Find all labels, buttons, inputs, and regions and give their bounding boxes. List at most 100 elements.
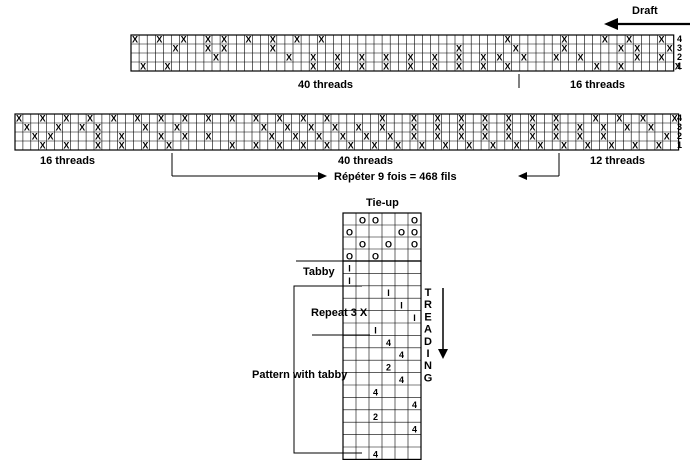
threading-cell-mark: X xyxy=(166,141,172,151)
threading-cell-mark: X xyxy=(664,132,670,142)
threading-cell-mark: X xyxy=(482,132,488,142)
treadling-mark: 4 xyxy=(412,425,417,435)
treadling-mark: I xyxy=(413,313,416,323)
threading-cell-mark: X xyxy=(63,141,69,151)
threading-cell-mark: X xyxy=(310,62,316,72)
threading-cell-mark: X xyxy=(432,53,438,63)
tieup-cell-mark: O xyxy=(346,252,353,262)
shaft-number: 4 xyxy=(677,34,682,44)
arrow-down-icon xyxy=(438,349,448,359)
treadling-mark: 2 xyxy=(373,412,378,422)
shaft-number: 1 xyxy=(677,61,682,71)
tieup-cell-mark: O xyxy=(411,228,418,238)
threading-cell-mark: X xyxy=(348,141,354,151)
threading-cell-mark: X xyxy=(618,44,624,54)
threading-cell-mark: X xyxy=(383,62,389,72)
threading-cell-mark: X xyxy=(466,141,472,151)
threading-cell-mark: X xyxy=(300,141,306,151)
threading-cell-mark: X xyxy=(140,62,146,72)
threading-cell-mark: X xyxy=(245,35,251,45)
threading-cell-mark: X xyxy=(119,141,125,151)
threading-cell-mark: X xyxy=(206,114,212,124)
threading-cell-mark: X xyxy=(318,35,324,45)
treadling-mark: 4 xyxy=(399,375,404,385)
threading-cell-mark: X xyxy=(95,141,101,151)
threading-cell-mark: X xyxy=(601,123,607,133)
threading-cell-mark: X xyxy=(182,132,188,142)
threading-cell-mark: X xyxy=(482,123,488,133)
threading-cell-mark: X xyxy=(205,35,211,45)
tieup-cell-mark: O xyxy=(359,240,366,250)
threading-cell-mark: X xyxy=(332,123,338,133)
threading-cell-mark: X xyxy=(395,141,401,151)
threading-cell-mark: X xyxy=(634,44,640,54)
threading-cell-mark: X xyxy=(411,132,417,142)
threading-cell-mark: X xyxy=(173,44,179,54)
threading-cell-mark: X xyxy=(181,35,187,45)
threading-cell-mark: X xyxy=(435,123,441,133)
pattern-label: Pattern with tabby xyxy=(252,369,348,381)
threading-cell-mark: X xyxy=(667,44,673,54)
treadling-mark: I xyxy=(387,288,390,298)
repeat-bracket: Répéter 9 fois = 468 fils xyxy=(172,171,559,183)
threading-cell-mark: X xyxy=(285,123,291,133)
treadling-mark: 4 xyxy=(373,449,378,459)
treadling-title-letter: R xyxy=(424,299,432,311)
section-label-40-threads: 40 threads xyxy=(298,79,353,91)
threading-cell-mark: X xyxy=(537,141,543,151)
repeat-note: Répéter 9 fois = 468 fils xyxy=(334,171,457,183)
threading-cell-mark: X xyxy=(253,141,259,151)
threading-grid-lower-labels: 16 threads 40 threads 12 threads xyxy=(40,153,645,176)
threading-cell-mark: X xyxy=(213,53,219,63)
threading-cell-mark: X xyxy=(602,35,608,45)
threading-cell-mark: X xyxy=(553,123,559,133)
treadling-mark: I xyxy=(348,276,351,286)
threading-cell-mark: X xyxy=(95,123,101,133)
threading-cell-mark: X xyxy=(24,123,30,133)
treadling-title-letter: A xyxy=(424,324,432,336)
shaft-number: 2 xyxy=(677,52,682,62)
threading-cell-mark: X xyxy=(407,53,413,63)
tieup-title: Tie-up xyxy=(366,197,399,209)
threading-cell-mark: X xyxy=(364,132,370,142)
threading-cell-mark: X xyxy=(40,141,46,151)
threading-cell-mark: X xyxy=(308,123,314,133)
threading-cell-mark: X xyxy=(456,62,462,72)
threading-cell-mark: X xyxy=(480,53,486,63)
treadling-mark: 4 xyxy=(386,338,391,348)
treadling-mark: I xyxy=(400,301,403,311)
threading-cell-mark: X xyxy=(383,53,389,63)
threading-cell-mark: X xyxy=(411,114,417,124)
threading-cell-mark: X xyxy=(206,132,212,142)
threading-cell-mark: X xyxy=(229,141,235,151)
threading-cell-mark: X xyxy=(640,114,646,124)
shaft-number: 3 xyxy=(677,122,682,132)
threading-cell-mark: X xyxy=(95,132,101,142)
draft-arrow-icon xyxy=(604,18,618,30)
threading-cell-mark: X xyxy=(632,141,638,151)
threading-cell-mark: X xyxy=(659,35,665,45)
threading-cell-mark: X xyxy=(601,132,607,142)
threading-cell-mark: X xyxy=(158,114,164,124)
threading-cell-mark: X xyxy=(132,35,138,45)
threading-cell-mark: X xyxy=(16,114,22,124)
threading-cell-mark: X xyxy=(577,123,583,133)
threading-cell-mark: X xyxy=(359,62,365,72)
threading-cell-mark: X xyxy=(253,114,259,124)
threading-cell-mark: X xyxy=(134,114,140,124)
threading-cell-mark: X xyxy=(164,62,170,72)
threading-cell-mark: X xyxy=(656,141,662,151)
threading-cell-mark: X xyxy=(182,114,188,124)
threading-cell-mark: X xyxy=(286,53,292,63)
pattern-bracket xyxy=(293,285,362,454)
treadling-title-letter: I xyxy=(426,348,429,360)
threading-cell-mark: X xyxy=(359,53,365,63)
threading-cell-mark: X xyxy=(435,114,441,124)
threading-cell-mark: X xyxy=(513,44,519,54)
threading-cell-mark: X xyxy=(529,132,535,142)
threading-cell-mark: X xyxy=(87,114,93,124)
